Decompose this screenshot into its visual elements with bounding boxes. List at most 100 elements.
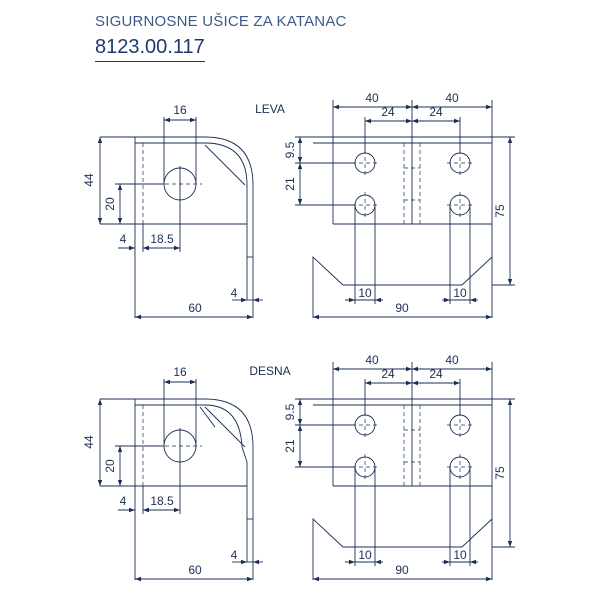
- arrowhead: [97, 399, 103, 405]
- arrowhead: [241, 297, 247, 303]
- arrowhead: [143, 245, 149, 251]
- arrowhead: [117, 480, 123, 486]
- dimension-label: 16: [173, 103, 187, 117]
- arrowhead: [313, 314, 319, 320]
- hole: [449, 152, 471, 174]
- bend-inner: [204, 404, 248, 562]
- arrowhead: [190, 117, 196, 123]
- hole: [354, 194, 376, 216]
- arrowhead: [253, 297, 259, 303]
- dimension-label: 10: [453, 286, 467, 300]
- dimension-label: 21: [283, 439, 297, 453]
- arrowhead: [507, 279, 513, 285]
- arrowhead: [406, 380, 412, 386]
- line: [199, 406, 216, 428]
- hole: [354, 456, 376, 478]
- arrowhead: [412, 366, 418, 372]
- arrowhead: [164, 117, 170, 123]
- dimension-label: 10: [358, 548, 372, 562]
- arrowhead: [129, 245, 135, 251]
- arrowhead: [454, 118, 460, 124]
- dimension-label: 10: [453, 548, 467, 562]
- arrowhead: [247, 576, 253, 582]
- dimension-label: 4: [120, 232, 127, 246]
- arrowhead: [297, 157, 303, 163]
- arrowhead: [486, 366, 492, 372]
- dimension-label: 60: [188, 301, 202, 315]
- arrowhead: [454, 380, 460, 386]
- hole: [449, 414, 471, 436]
- view-label: LEVA: [255, 102, 285, 116]
- arrowhead: [406, 366, 412, 372]
- dimension-label: 40: [365, 91, 379, 105]
- arrowhead: [507, 399, 513, 405]
- arrowhead: [406, 118, 412, 124]
- arrowhead: [406, 104, 412, 110]
- dimension-label: 18.5: [150, 494, 174, 508]
- arrowhead: [349, 297, 355, 303]
- arrowhead: [174, 245, 180, 251]
- bend-outer: [204, 398, 254, 562]
- arrowhead: [444, 297, 450, 303]
- arrowhead: [117, 184, 123, 190]
- dimension-label: 75: [493, 204, 507, 218]
- arrowhead: [412, 380, 418, 386]
- dimension-label: 20: [103, 197, 117, 211]
- dimension-label: 20: [103, 459, 117, 473]
- arrowhead: [444, 559, 450, 565]
- arrowhead: [164, 379, 170, 385]
- dimension-label: 44: [82, 435, 96, 449]
- arrowhead: [117, 218, 123, 224]
- view-label: DESNA: [249, 364, 290, 378]
- arrowhead: [135, 576, 141, 582]
- arrowhead: [97, 480, 103, 486]
- dimension-label: 24: [381, 105, 395, 119]
- arrowhead: [333, 104, 339, 110]
- hole: [449, 456, 471, 478]
- arrowhead: [412, 104, 418, 110]
- dimension-label: 21: [283, 177, 297, 191]
- dimension-label: 44: [82, 173, 96, 187]
- dimension-label: 24: [381, 367, 395, 381]
- arrowhead: [135, 314, 141, 320]
- arrowhead: [97, 137, 103, 143]
- arrowhead: [333, 366, 339, 372]
- dimension-label: 16: [173, 365, 187, 379]
- arrowhead: [297, 163, 303, 169]
- drawing-title: SIGURNOSNE UŠICE ZA KATANAC: [95, 13, 347, 30]
- hole: [354, 152, 376, 174]
- dimension-label: 40: [445, 353, 459, 367]
- dimension-label: 24: [429, 367, 443, 381]
- arrowhead: [297, 425, 303, 431]
- dimension-label: 90: [395, 301, 409, 315]
- arrowhead: [247, 314, 253, 320]
- dimension-label: 40: [445, 91, 459, 105]
- arrowhead: [486, 314, 492, 320]
- bend-line: [204, 406, 246, 448]
- arrowhead: [253, 559, 259, 565]
- arrowhead: [412, 118, 418, 124]
- hole: [354, 414, 376, 436]
- arrowhead: [507, 541, 513, 547]
- dimension-label: 40: [365, 353, 379, 367]
- arrowhead: [365, 380, 371, 386]
- arrowhead: [349, 559, 355, 565]
- arrowhead: [174, 507, 180, 513]
- arrowhead: [470, 297, 476, 303]
- hole: [449, 194, 471, 216]
- part-number: 8123.00.117: [95, 36, 205, 62]
- dimension-label: 10: [358, 286, 372, 300]
- dimension-label: 4: [231, 286, 238, 300]
- dimension-label: 60: [188, 563, 202, 577]
- arrowhead: [486, 104, 492, 110]
- arrowhead: [97, 218, 103, 224]
- dimension-label: 18.5: [150, 232, 174, 246]
- dimension-label: 9.5: [283, 141, 297, 158]
- dimension-label: 90: [395, 563, 409, 577]
